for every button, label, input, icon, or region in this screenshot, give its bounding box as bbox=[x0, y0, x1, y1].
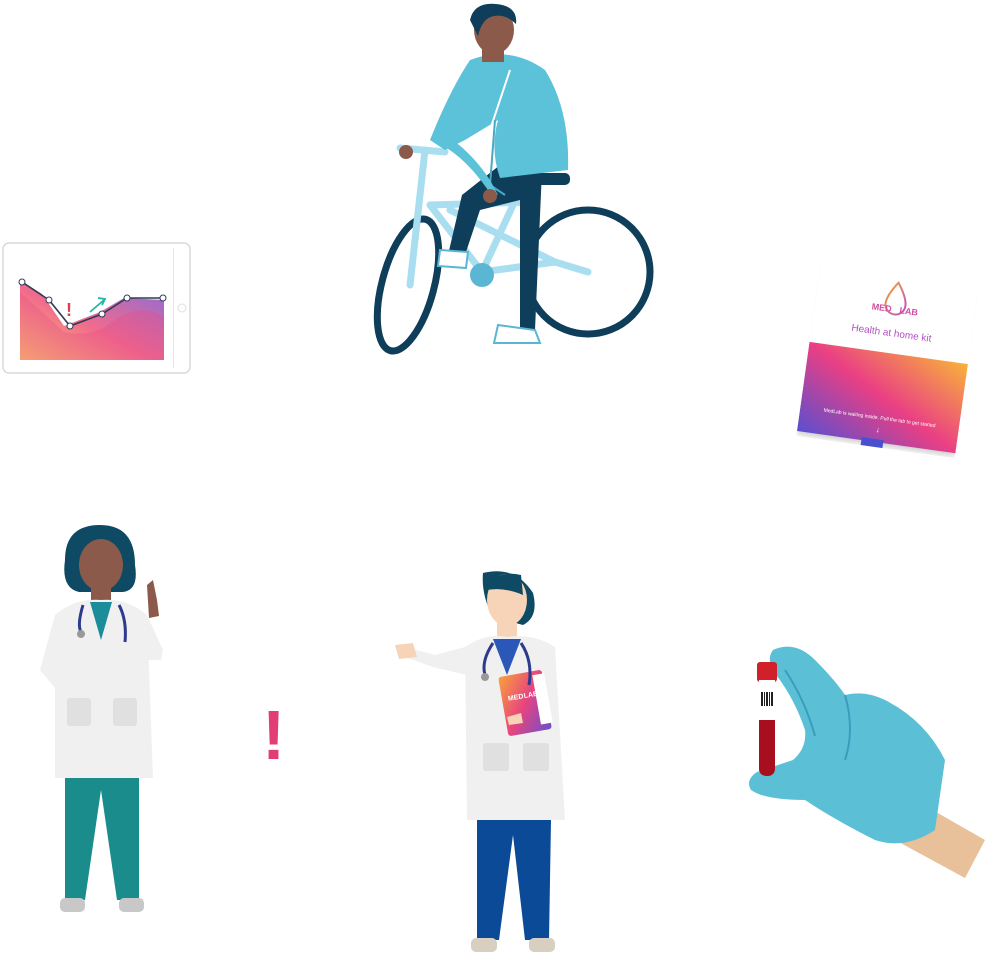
exclamation-mark: ! bbox=[262, 696, 286, 774]
home-kit-card: MED · LAB Health at home kit MedLab is w… bbox=[796, 257, 980, 459]
chart-point bbox=[123, 294, 131, 302]
doctor-pointing-icon bbox=[40, 525, 163, 912]
chart-alert-mark: ! bbox=[66, 300, 72, 320]
cyclist-illustration bbox=[370, 0, 660, 360]
chart-line bbox=[21, 281, 163, 327]
chart-point bbox=[18, 278, 26, 286]
gloved-hand-blood-tube-icon bbox=[749, 646, 985, 878]
chart-point bbox=[66, 322, 74, 330]
chart-point bbox=[45, 296, 53, 304]
clipboard-logo-right: LAB bbox=[523, 691, 538, 700]
chart-point bbox=[159, 294, 167, 302]
cyclist-icon bbox=[373, 3, 654, 355]
gloved-hand-illustration bbox=[745, 640, 990, 880]
doctor-presenting-icon: MED LAB bbox=[395, 571, 565, 952]
doctor-pointing-illustration bbox=[35, 520, 175, 920]
chart-point bbox=[98, 310, 106, 318]
tablet-chart-icon: ! bbox=[2, 242, 191, 374]
tablet-chart-illustration: ! bbox=[2, 242, 192, 375]
doctor-presenting-illustration: MED LAB bbox=[395, 565, 580, 957]
clipboard-logo-left: MED bbox=[508, 693, 525, 703]
home-kit-card-shape bbox=[796, 257, 980, 455]
